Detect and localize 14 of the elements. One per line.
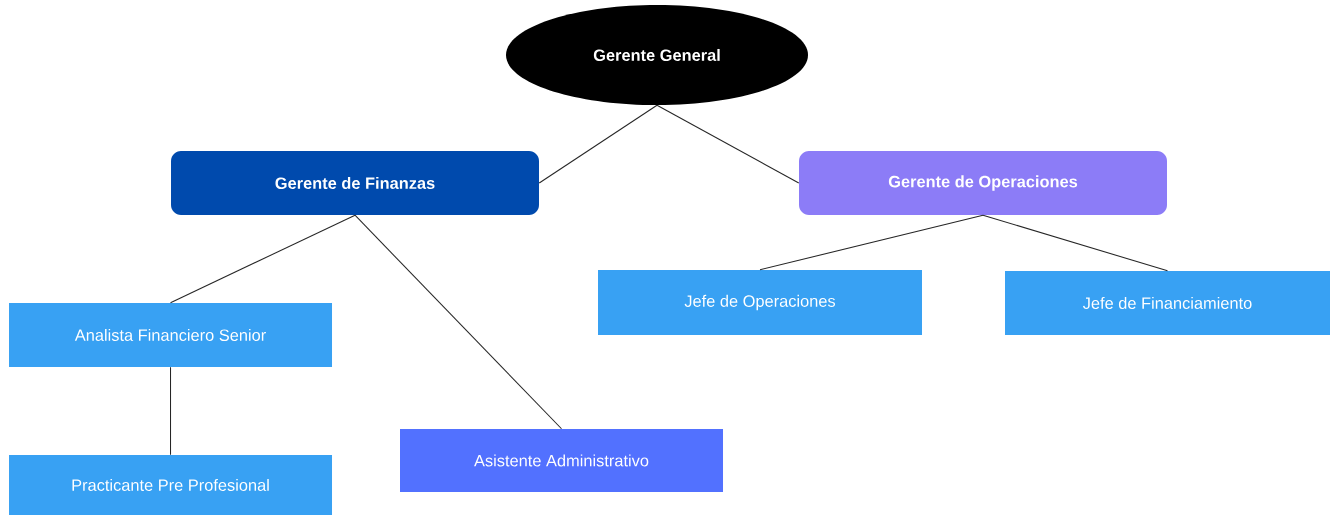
role-box: Practicante Pre Profesional bbox=[9, 455, 332, 515]
connector-line bbox=[982, 214, 1169, 272]
connector-line bbox=[170, 366, 172, 456]
connector-line bbox=[538, 104, 658, 184]
role-box: Asistente Administrativo bbox=[400, 429, 723, 492]
role-box: Jefe de Operaciones bbox=[598, 270, 922, 335]
connector-line bbox=[759, 214, 984, 271]
connector-line bbox=[354, 214, 563, 430]
role-box: Analista Financiero Senior bbox=[9, 303, 332, 367]
role-box: Jefe de Financiamiento bbox=[1005, 271, 1330, 335]
role-box: Gerente de Operaciones bbox=[799, 151, 1167, 215]
connector-line bbox=[656, 104, 800, 184]
connector-line bbox=[170, 214, 356, 304]
role-box: Gerente de Finanzas bbox=[171, 151, 539, 215]
